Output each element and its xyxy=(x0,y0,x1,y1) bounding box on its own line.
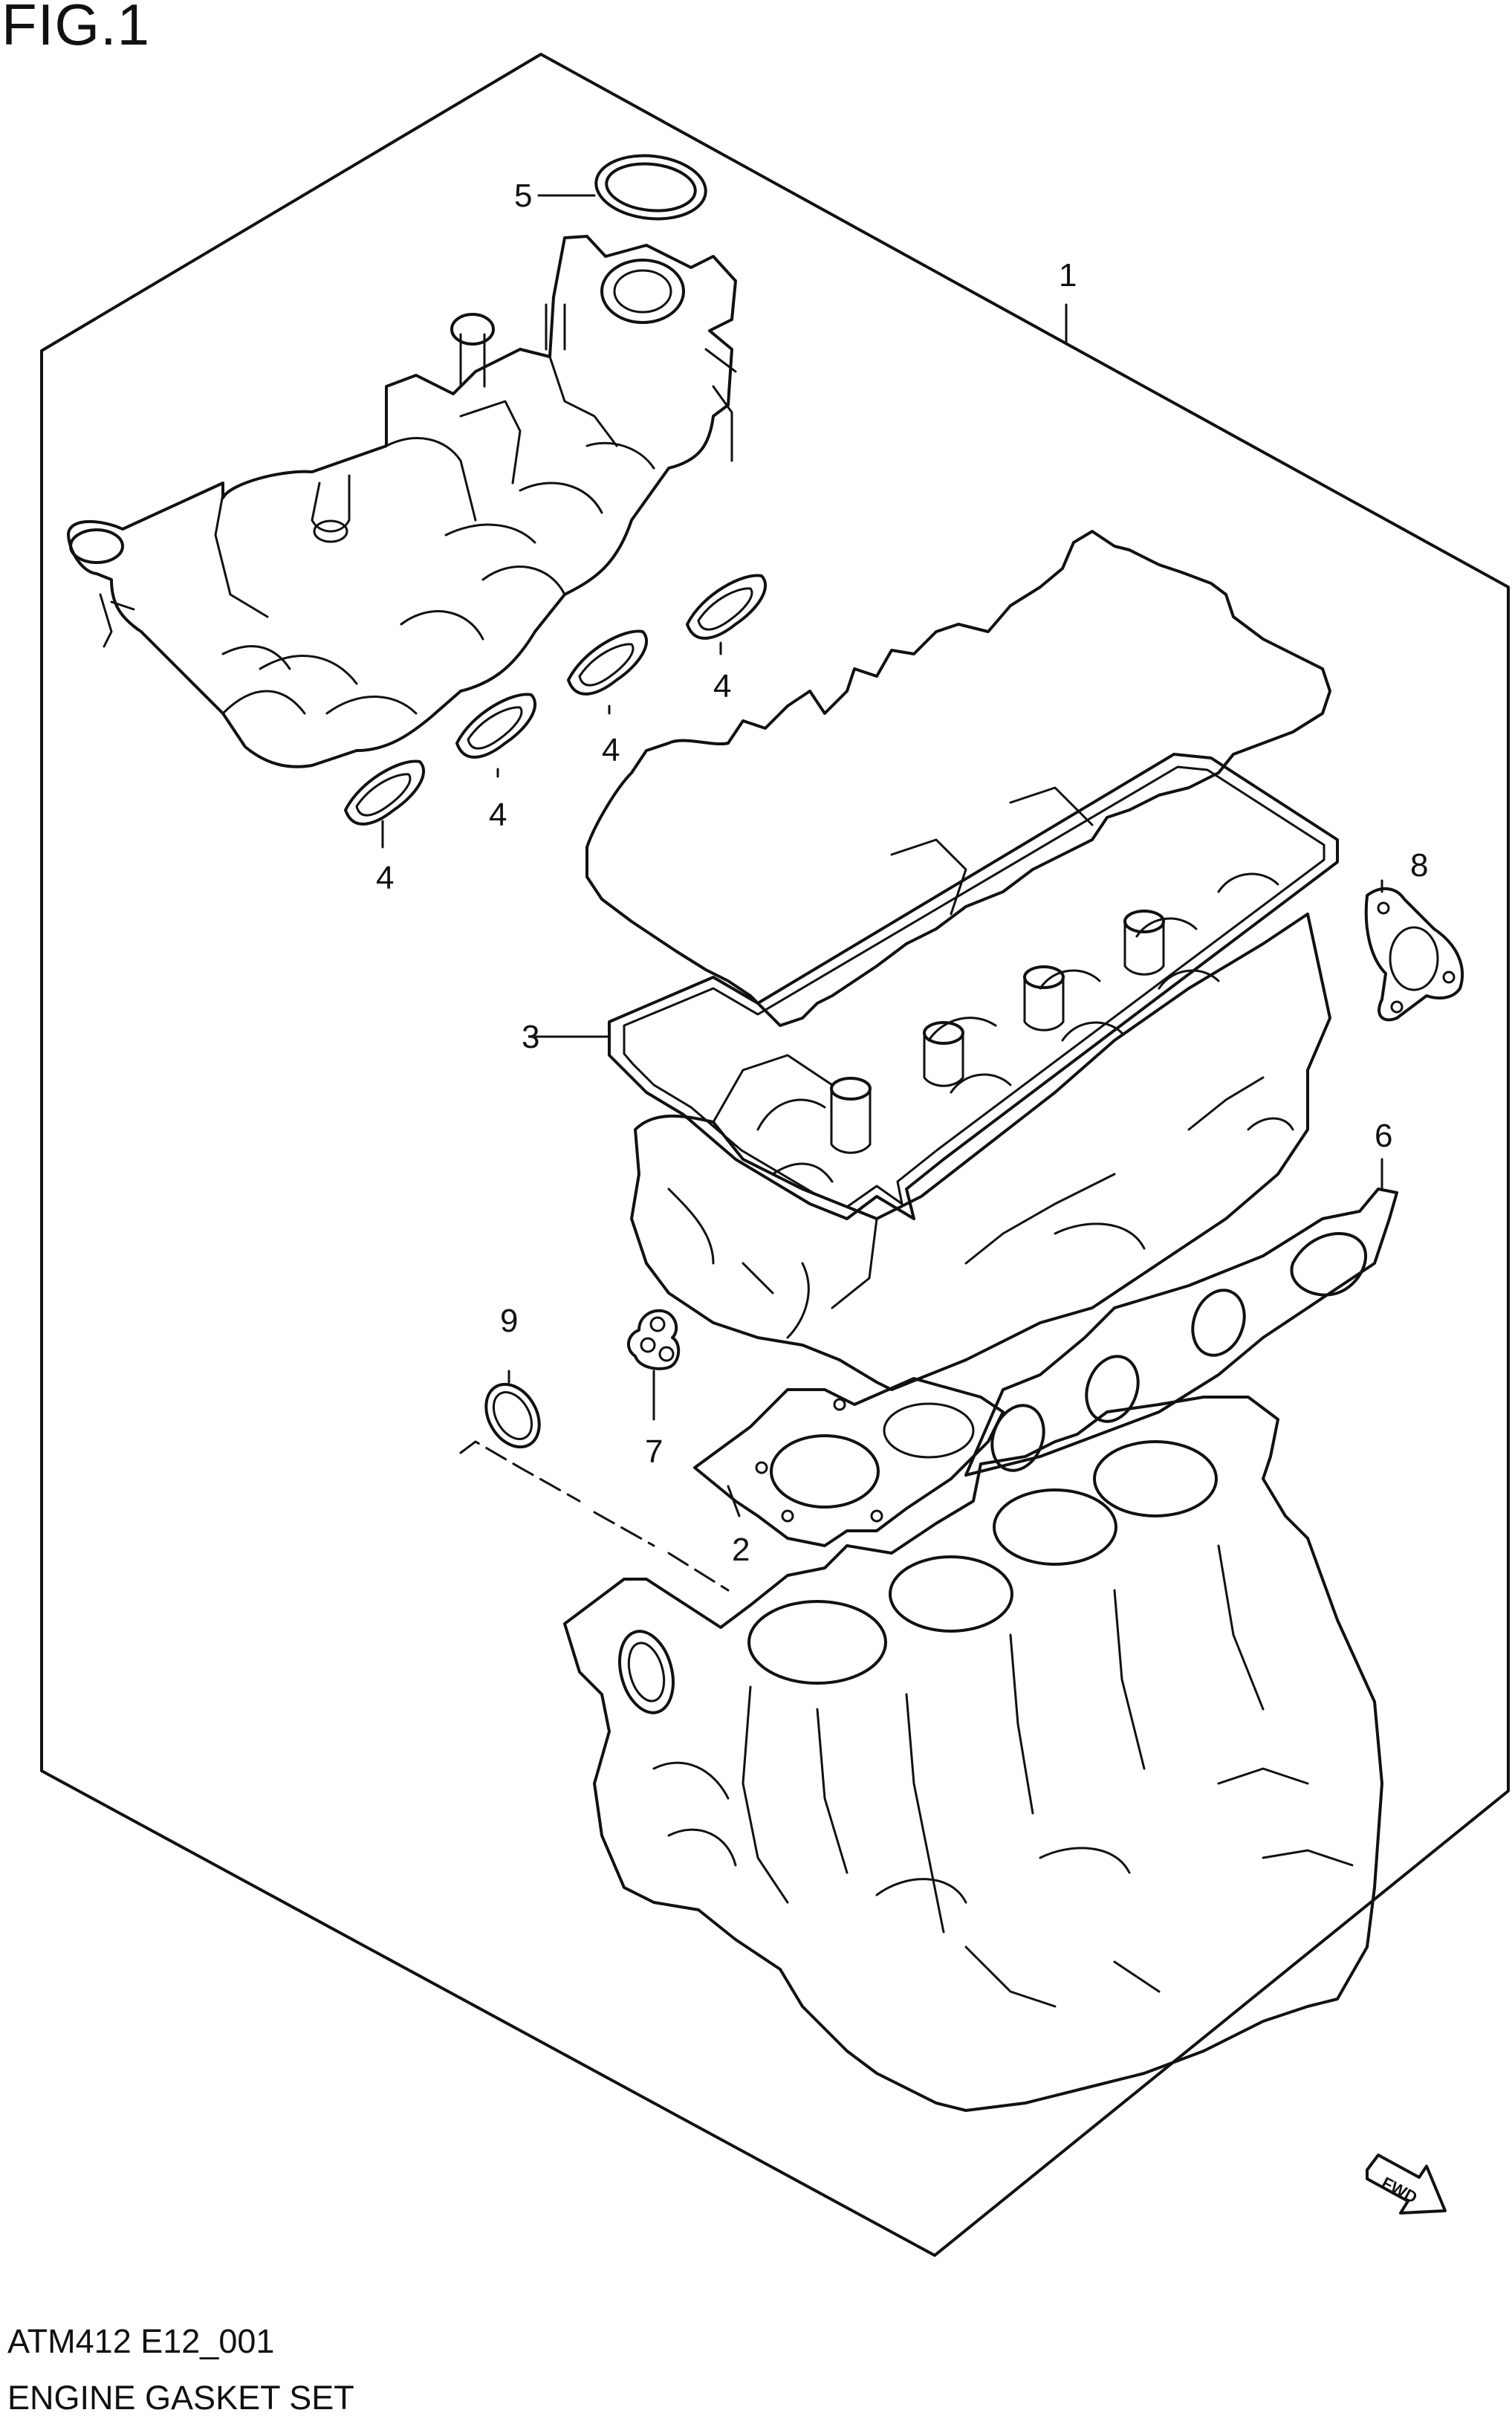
callout-9: 9 xyxy=(500,1303,518,1339)
intake-manifold xyxy=(67,235,737,768)
intake-manifold-gasket[interactable] xyxy=(567,629,648,696)
o-ring[interactable] xyxy=(476,1375,550,1457)
callout-5: 5 xyxy=(514,178,532,214)
figure-label: FIG.1 xyxy=(1,0,151,57)
intake-manifold-gasket[interactable] xyxy=(455,693,536,759)
cylinder-head-cover xyxy=(585,530,1331,1027)
callout-4: 4 xyxy=(602,732,620,768)
diagram-code: ATM412 E12_001 xyxy=(7,2322,275,2360)
fwd-arrow-icon: FWD xyxy=(1366,2154,1447,2214)
water-outlet-gasket[interactable] xyxy=(627,1309,681,1370)
intake-manifold-gasket[interactable] xyxy=(686,574,767,640)
callout-8: 8 xyxy=(1410,847,1428,884)
callout-1: 1 xyxy=(1059,257,1077,294)
intake-manifold-gasket[interactable] xyxy=(344,759,425,826)
callout-3: 3 xyxy=(522,1019,539,1055)
reference-line xyxy=(459,1440,730,1592)
camshaft-posts xyxy=(830,910,1165,1154)
exhaust-manifold-gasket[interactable] xyxy=(964,1188,1398,1478)
cylinder-head xyxy=(630,786,1331,1391)
callout-4: 4 xyxy=(376,860,394,896)
cylinder-head-gasket[interactable] xyxy=(693,1377,1005,1547)
callout-4: 4 xyxy=(713,668,731,704)
diagram-title: ENGINE GASKET SET xyxy=(7,2379,354,2417)
callout-7: 7 xyxy=(645,1433,663,1470)
cylinder-block xyxy=(563,1396,1383,2112)
callout-6: 6 xyxy=(1375,1118,1392,1154)
fwd-label: FWD xyxy=(1379,2173,1421,2207)
callout-4: 4 xyxy=(489,797,507,833)
thermostat-gasket[interactable] xyxy=(1364,887,1464,1022)
kit-boundary xyxy=(40,53,1510,2257)
throttle-body-gasket[interactable] xyxy=(593,150,709,224)
cylinder-head-cover-gasket[interactable] xyxy=(608,753,1339,1220)
callout-2: 2 xyxy=(732,1532,750,1568)
leader-lines xyxy=(381,194,1383,1517)
